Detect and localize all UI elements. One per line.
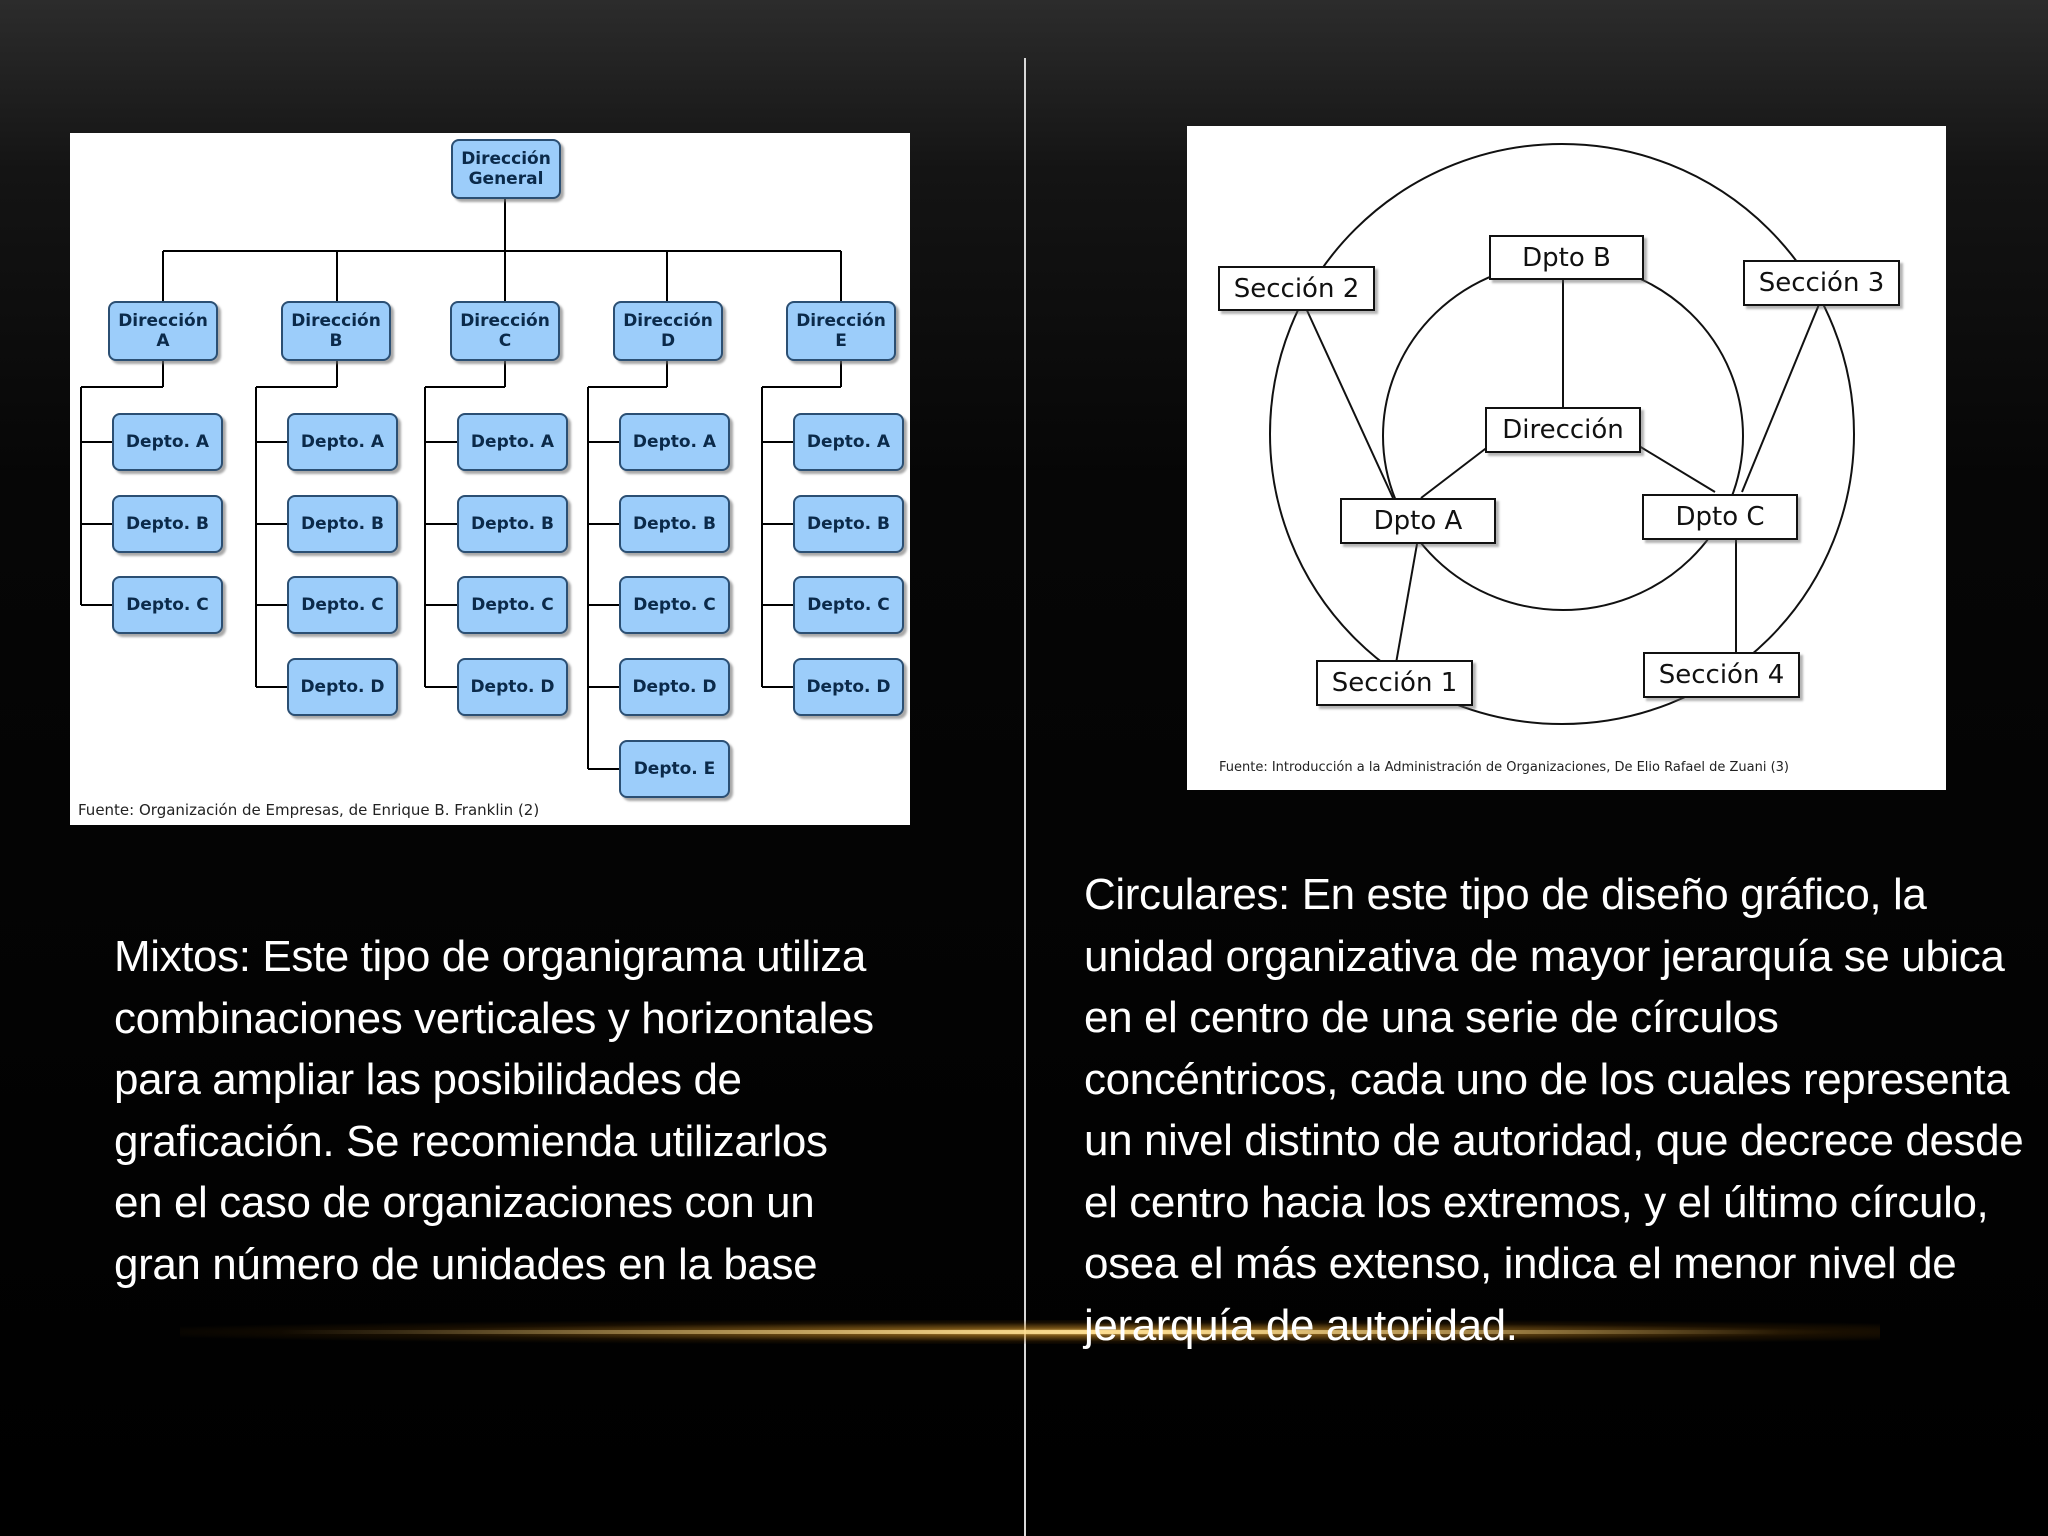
text-line: gran número de unidades en la base	[114, 1239, 818, 1289]
node-dept: Depto. A	[287, 413, 398, 471]
box-seccion-2: Sección 2	[1218, 266, 1375, 311]
text-line: en el caso de organizaciones con un	[114, 1178, 815, 1227]
node-dept: Depto. C	[793, 576, 904, 634]
node-label-line1: Dirección	[118, 311, 208, 331]
node-dept: Depto. C	[287, 576, 398, 634]
text-line: para ampliar las posibilidades de	[114, 1055, 742, 1104]
node-dept: Depto. A	[619, 413, 730, 471]
text-line: unidad organizativa de mayor jerarquía s…	[1084, 931, 2005, 981]
slide-divider	[1024, 58, 1026, 1536]
box-seccion-1: Sección 1	[1316, 660, 1473, 706]
node-label-line1: Dirección	[461, 149, 551, 169]
mixed-description: Mixtos: Este tipo de organigrama utiliza…	[114, 926, 874, 1295]
node-direccion-d: Dirección D	[613, 301, 723, 361]
text-line: combinaciones verticales y horizontales	[114, 993, 874, 1043]
circular-chart-source: Fuente: Introducción a la Administración…	[1219, 760, 1790, 775]
node-direccion-general: Dirección General	[451, 139, 561, 199]
node-dept: Depto. C	[112, 576, 223, 634]
node-dept: Depto. D	[457, 658, 568, 716]
node-direccion-a: Dirección A	[108, 301, 218, 361]
node-dept: Depto. D	[793, 658, 904, 716]
node-label-line1: Dirección	[796, 311, 886, 331]
box-dpto-b: Dpto B	[1489, 235, 1644, 280]
node-dept: Depto. A	[793, 413, 904, 471]
node-direccion-c: Dirección C	[450, 301, 560, 361]
box-dpto-a: Dpto A	[1340, 498, 1496, 544]
node-dept: Depto. D	[619, 658, 730, 716]
outer-circle	[1269, 143, 1855, 725]
node-dept: Depto. A	[457, 413, 568, 471]
text-line: concéntricos, cada uno de los cuales rep…	[1084, 1054, 2010, 1104]
node-label-line2: E	[835, 331, 847, 351]
text-line: graficación. Se recomienda utilizarlos	[114, 1116, 828, 1166]
node-dept: Depto. B	[287, 495, 398, 553]
text-line: Circulares: En este tipo de diseño gráfi…	[1084, 870, 1927, 919]
text-line: un nivel distinto de autoridad, que decr…	[1084, 1116, 2024, 1165]
box-seccion-4: Sección 4	[1643, 652, 1800, 698]
node-label-line2: C	[498, 331, 512, 351]
node-dept: Depto. B	[457, 495, 568, 553]
text-line: en el centro de una serie de círculos	[1084, 993, 1779, 1042]
node-label-line2: A	[156, 331, 170, 351]
text-line: osea el más extenso, indica el menor niv…	[1084, 1239, 1957, 1288]
text-line: Mixtos: Este tipo de organigrama utiliza	[114, 932, 866, 981]
node-dept: Depto. C	[457, 576, 568, 634]
node-direccion-b: Dirección B	[281, 301, 391, 361]
text-line: el centro hacia los extremos, y el últim…	[1084, 1177, 1989, 1227]
node-dept: Depto. B	[793, 495, 904, 553]
node-label-line2: B	[329, 331, 343, 351]
box-seccion-3: Sección 3	[1743, 260, 1900, 306]
node-label-line1: Dirección	[623, 311, 713, 331]
box-direccion: Dirección	[1485, 407, 1641, 453]
node-dept: Depto. D	[287, 658, 398, 716]
node-dept: Depto. B	[619, 495, 730, 553]
node-label-line2: General	[468, 169, 544, 189]
mixed-org-chart: Dirección General Dirección A Dirección …	[70, 133, 910, 825]
node-dept: Depto. E	[619, 740, 730, 798]
node-direccion-e: Dirección E	[786, 301, 896, 361]
org-chart-source: Fuente: Organización de Empresas, de Enr…	[78, 801, 540, 819]
circular-org-chart: Dpto B Dirección Dpto A Dpto C Sección 2…	[1187, 126, 1946, 790]
text-line: jerarquía de autoridad.	[1084, 1300, 1518, 1350]
node-dept: Depto. B	[112, 495, 223, 553]
box-dpto-c: Dpto C	[1642, 494, 1798, 540]
node-label-line2: D	[660, 331, 676, 351]
node-dept: Depto. A	[112, 413, 223, 471]
org-chart-connectors	[80, 197, 842, 770]
circular-chart-lines	[1269, 143, 1855, 725]
circular-description: Circulares: En este tipo de diseño gráfi…	[1084, 864, 2024, 1356]
decorative-glow-core	[280, 1330, 1780, 1334]
node-dept: Depto. C	[619, 576, 730, 634]
node-label-line1: Dirección	[460, 311, 550, 331]
node-label-line1: Dirección	[291, 311, 381, 331]
